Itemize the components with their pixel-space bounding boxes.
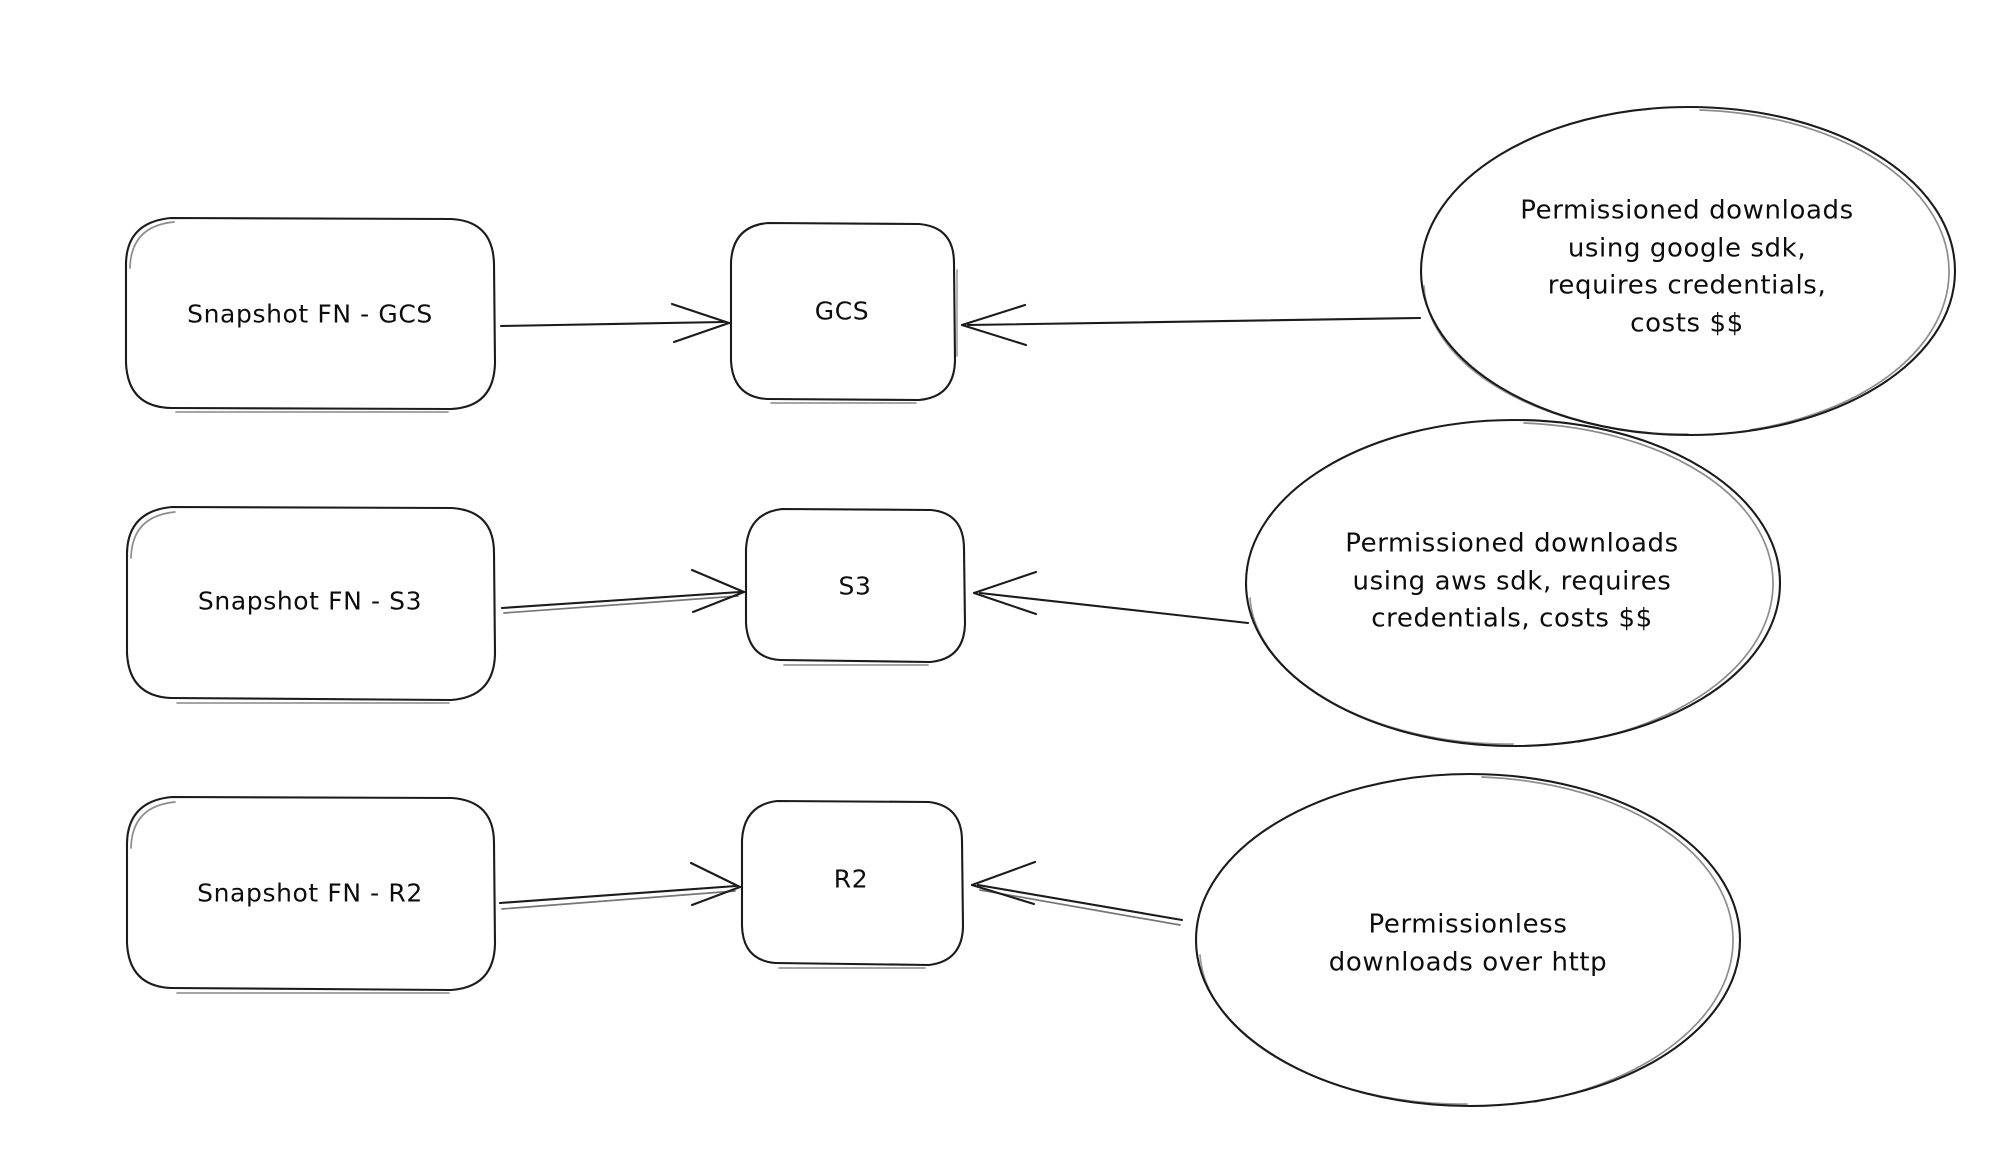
arrow-note-gcs-to-gcs xyxy=(960,303,1422,347)
row-s3 xyxy=(125,418,1782,748)
node-store-gcs[interactable] xyxy=(729,221,958,404)
arrow-snapshot-s3-to-s3 xyxy=(500,568,746,614)
row-gcs xyxy=(124,105,1957,437)
note-ellipse-gcs[interactable] xyxy=(1419,105,1957,437)
note-ellipse-s3[interactable] xyxy=(1244,418,1782,748)
arrow-note-r2-to-r2 xyxy=(970,860,1184,926)
note-ellipse-r2[interactable] xyxy=(1194,772,1742,1108)
node-snapshot-fn-r2[interactable] xyxy=(125,795,497,994)
arrow-note-s3-to-s3 xyxy=(972,570,1250,625)
node-store-s3[interactable] xyxy=(744,507,967,666)
row-r2 xyxy=(125,772,1742,1108)
arrow-snapshot-gcs-to-gcs xyxy=(499,302,731,344)
node-snapshot-fn-s3[interactable] xyxy=(125,505,497,704)
arrow-snapshot-r2-to-r2 xyxy=(498,861,742,910)
node-store-r2[interactable] xyxy=(740,799,965,969)
node-snapshot-fn-gcs[interactable] xyxy=(124,216,497,413)
